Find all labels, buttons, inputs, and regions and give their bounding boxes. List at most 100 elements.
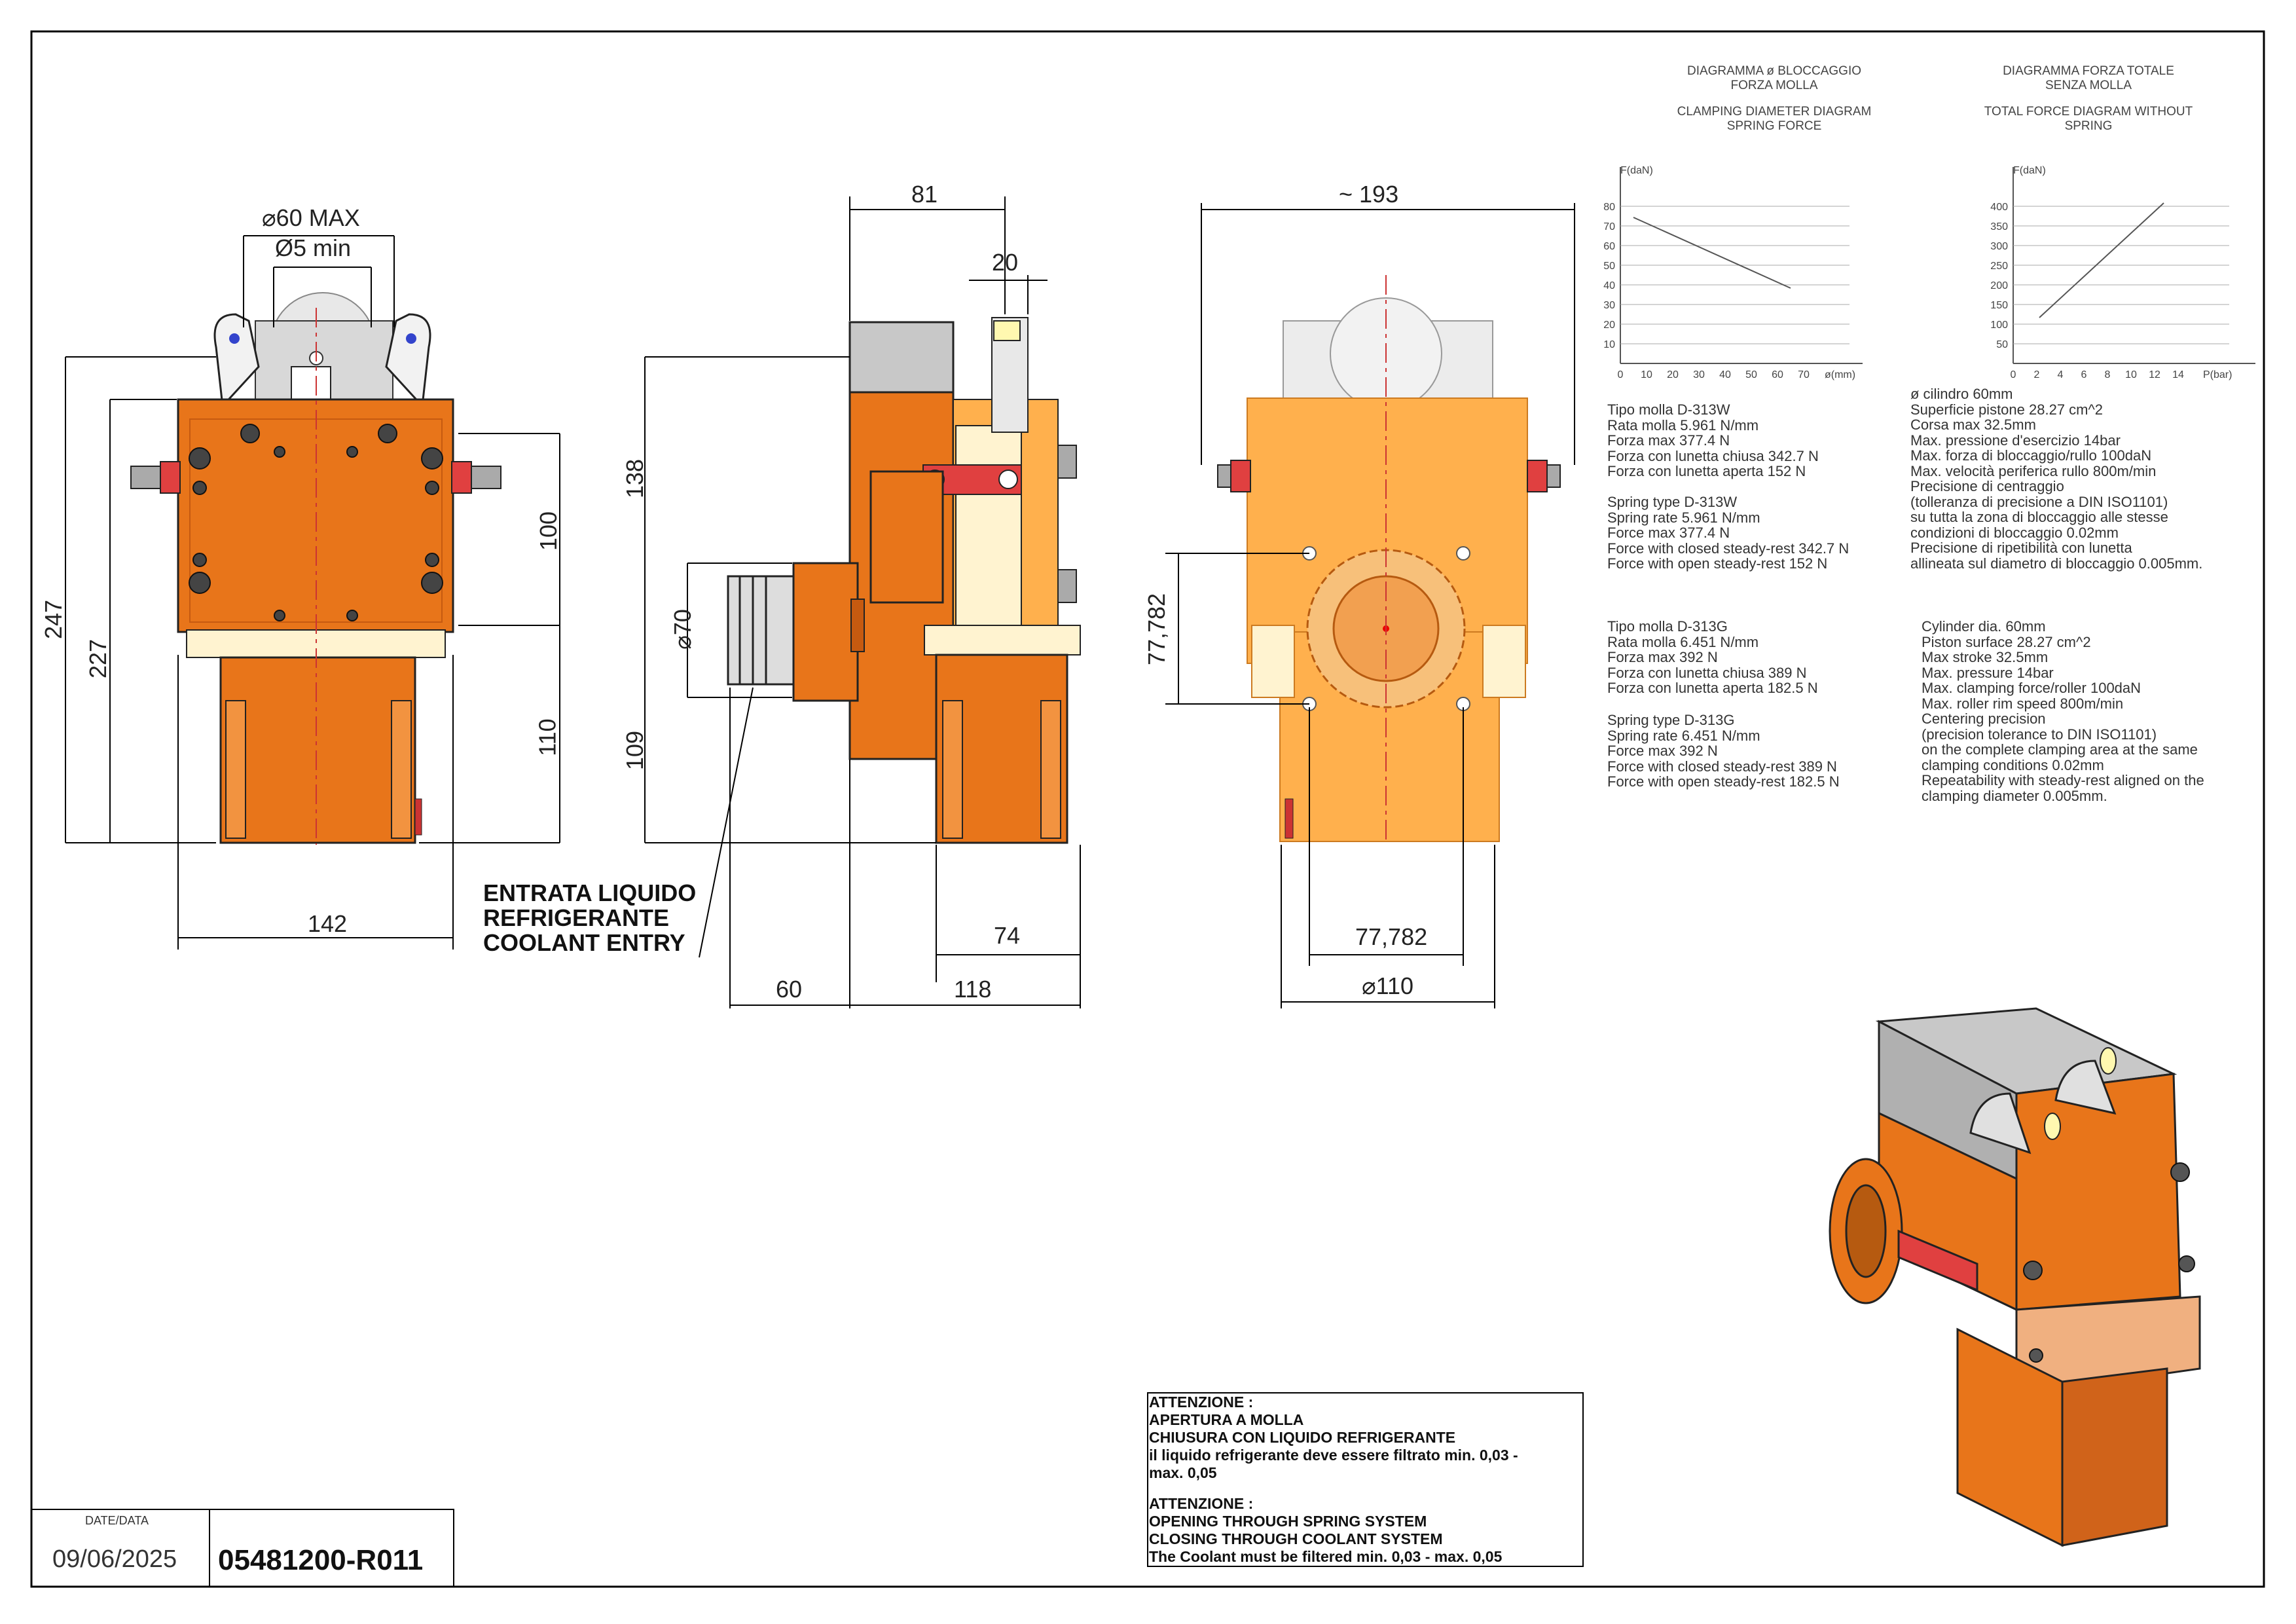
dim-phi110: ⌀110 [1362, 972, 1414, 999]
drawing-code: 05481200-R011 [218, 1544, 424, 1576]
date-label: DATE/DATA [85, 1514, 149, 1527]
diagram-2-ytick: 150 [1990, 300, 2008, 311]
spec-line: Max. pressure 14bar [1922, 664, 2054, 681]
spec-line: Forza con lunetta chiusa 389 N [1607, 664, 1807, 681]
diagram-2-series-line [2039, 202, 2164, 318]
spec-line: clamping diameter 0.005mm. [1922, 787, 2107, 804]
warning-note: ATTENZIONE : APERTURA A MOLLA CHIUSURA C… [1149, 1393, 1518, 1566]
spec-line: clamping conditions 0.02mm [1922, 756, 2104, 773]
diagram-1-xtick: 40 [1719, 369, 1731, 380]
diagram-2-xtick: 6 [2081, 369, 2087, 380]
spec-line: Max stroke 32.5mm [1922, 649, 2049, 665]
spec-line: Max. clamping force/roller 100daN [1922, 680, 2141, 696]
dim-74: 74 [994, 922, 1021, 949]
warning-line: ATTENZIONE : [1149, 1393, 1254, 1411]
diagram-1-xtick: 50 [1745, 369, 1757, 380]
spec-line: su tutta la zona di bloccaggio alle stes… [1910, 509, 2168, 525]
dim-247: 247 [40, 599, 67, 640]
diagram-1-xticks: 0 10 20 30 40 50 60 70 [1618, 369, 1810, 380]
spec-block-it-cylinder: ø cilindro 60mm Superficie pistone 28.27… [1910, 386, 2202, 571]
isometric-view [1829, 1007, 2201, 1547]
spec-line: Force max 377.4 N [1607, 525, 1730, 541]
warning-line: il liquido refrigerante deve essere filt… [1149, 1447, 1518, 1464]
diagram-2-title-it: DIAGRAMMA FORZA TOTALE SENZA MOLLA [1964, 64, 2213, 93]
spec-line: Force with closed steady-rest 389 N [1607, 758, 1837, 775]
diagram-1-xtick: 20 [1667, 369, 1679, 380]
warning-line: The Coolant must be filtered min. 0,03 -… [1149, 1548, 1503, 1565]
dim-193: ~ 193 [1339, 181, 1399, 208]
diagram-2-xtick: 0 [2011, 369, 2016, 380]
spec-block-en-w: Spring type D-313W Spring rate 5.961 N/m… [1607, 494, 1849, 572]
spec-line: Max. velocità periferica rullo 800m/min [1910, 462, 2157, 479]
diagram-1-title-en-line-1: CLAMPING DIAMETER DIAGRAM [1677, 105, 1872, 119]
spec-line: Forza max 392 N [1607, 649, 1718, 665]
spec-block-en-g: Spring type D-313G Spring rate 6.451 N/m… [1607, 712, 1840, 790]
date-value: 09/06/2025 [52, 1545, 177, 1573]
dim-138: 138 [621, 458, 649, 499]
spec-line: Corsa max 32.5mm [1910, 416, 2036, 433]
warning-line: CHIUSURA CON LIQUIDO REFRIGERANTE [1149, 1429, 1456, 1446]
diagram-1-xtick: 70 [1798, 369, 1810, 380]
diagram-1-title-it: DIAGRAMMA ø BLOCCAGGIO FORZA MOLLA [1650, 64, 1899, 93]
spec-line: Forza max 377.4 N [1607, 432, 1730, 449]
warning-line: CLOSING THROUGH COOLANT SYSTEM [1149, 1530, 1443, 1547]
spec-line: Spring type D-313G [1607, 712, 1735, 728]
sheet-border [30, 30, 2265, 1588]
warning-line [1149, 1482, 1518, 1495]
diagram-2-xtick: 2 [2034, 369, 2040, 380]
diagram-2-xlabel: P(bar) [2203, 369, 2232, 380]
spec-line: (tolleranza di precisione a DIN ISO1101) [1910, 493, 2168, 510]
dim-20: 20 [992, 249, 1019, 276]
rear-view [1165, 203, 1575, 1008]
diagram-1-ytick: 80 [1603, 202, 1615, 213]
spec-line: Force with closed steady-rest 342.7 N [1607, 540, 1850, 557]
warning-box-frame [1147, 1392, 1584, 1567]
diagram-1-ylabel: F(daN) [1620, 165, 1653, 176]
diagram-2-yticks: 400 350 300 250 200 150 100 50 [1990, 202, 2008, 350]
diagram-2-xtick: 10 [2125, 369, 2137, 380]
coolant-entry-line-1: ENTRATA LIQUIDO [483, 879, 697, 906]
diagram-2-ytick: 300 [1990, 241, 2008, 252]
diagram-2-xticks: 0 2 4 6 8 10 12 14 [2011, 369, 2184, 380]
diagram-1-xtick: 10 [1641, 369, 1652, 380]
diagram-1-xlabel: ø(mm) [1825, 369, 1855, 380]
dim-100: 100 [535, 511, 562, 551]
diagram-2-ytick: 100 [1990, 320, 2008, 331]
spec-line: (precision tolerance to DIN ISO1101) [1922, 726, 2157, 743]
warning-line: APERTURA A MOLLA [1149, 1411, 1304, 1428]
diagram-2-title-en-line-1: TOTAL FORCE DIAGRAM WITHOUT [1984, 105, 2193, 119]
diagram-2-xtick: 14 [2172, 369, 2184, 380]
spec-line: Precisione di ripetibilità con lunetta [1910, 540, 2132, 556]
spec-line: Spring rate 6.451 N/mm [1607, 727, 1760, 744]
warning-line: ATTENZIONE : [1149, 1495, 1254, 1512]
coolant-entry-line-2: REFRIGERANTE [483, 904, 670, 931]
title-block-frame [31, 1509, 454, 1587]
diagram-1-ytick: 50 [1603, 261, 1615, 272]
spec-line: Rata molla 6.451 N/mm [1607, 633, 1759, 650]
spec-block-it-w: Tipo molla D-313W Rata molla 5.961 N/mm … [1607, 402, 1819, 479]
spec-line: ø cilindro 60mm [1910, 386, 2013, 402]
diagram-1-ytick: 60 [1603, 241, 1615, 252]
coolant-entry-line-3: COOLANT ENTRY [483, 929, 685, 956]
spec-line: Forza con lunetta aperta 152 N [1607, 463, 1806, 479]
diagram-2-title-it-line-2: SENZA MOLLA [2045, 79, 2132, 92]
spec-line: Spring rate 5.961 N/mm [1607, 509, 1760, 526]
diagram-2-ytick: 400 [1990, 202, 2008, 213]
diagram-1-yticks: 80 70 60 50 40 30 20 10 [1603, 202, 1615, 350]
spec-line: Piston surface 28.27 cm^2 [1922, 633, 2091, 650]
diagram-1-ytick: 70 [1603, 221, 1615, 232]
spec-line: Force max 392 N [1607, 743, 1718, 759]
spec-line: Max. pressione d'esercizio 14bar [1910, 432, 2121, 449]
dim-109: 109 [621, 730, 649, 771]
spec-line: on the complete clamping area at the sam… [1922, 741, 2198, 758]
diagram-1-xtick: 60 [1772, 369, 1783, 380]
dim-142: 142 [308, 910, 348, 937]
diagram-2-ytick: 200 [1990, 280, 2008, 291]
dim-81: 81 [911, 181, 938, 208]
diagram-2-ylabel: F(daN) [2013, 165, 2046, 176]
diagram-2-title-en-line-2: SPRING [2064, 119, 2113, 133]
spec-block-en-cylinder: Cylinder dia. 60mm Piston surface 28.27 … [1922, 619, 2204, 803]
spec-line: Superficie pistone 28.27 cm^2 [1910, 401, 2104, 418]
diagram-1: 80 70 60 50 40 30 20 10 0 10 20 30 40 50… [1603, 165, 1863, 380]
